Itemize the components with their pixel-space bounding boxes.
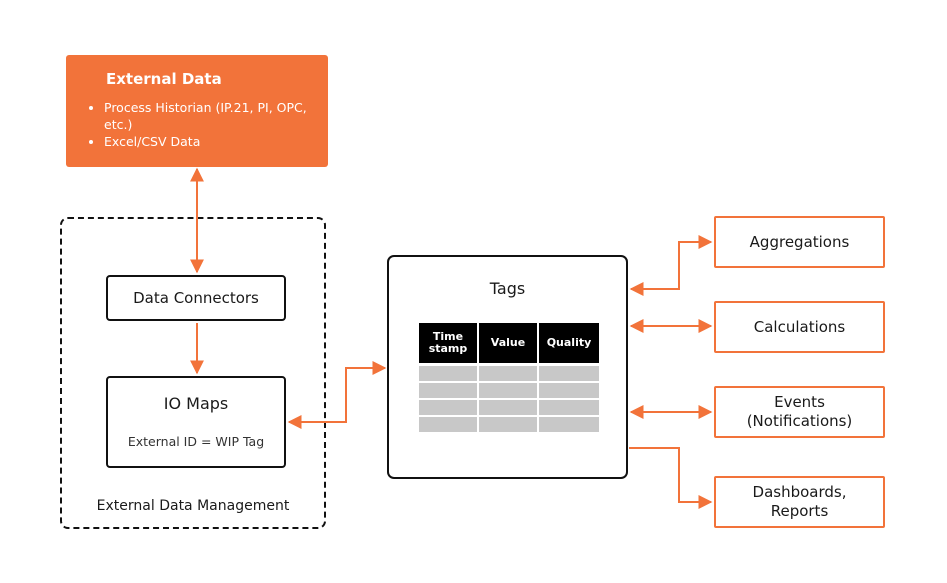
- io-maps-title: IO Maps: [163, 394, 229, 413]
- aggregations-label: Aggregations: [749, 232, 850, 251]
- tags-column-value: Value: [479, 323, 537, 363]
- aggregations-box: Aggregations: [714, 216, 885, 268]
- external-data-management-label: External Data Management: [96, 498, 290, 514]
- tags-table-cell: [419, 383, 477, 398]
- tags-table-cell: [419, 400, 477, 415]
- external-data-box: External Data Process Historian (IP.21, …: [66, 55, 328, 167]
- tags-column-timestamp: Time stamp: [419, 323, 477, 363]
- external-data-title: External Data: [106, 70, 222, 88]
- tags-table-cell: [419, 417, 477, 432]
- tags-table-cell: [539, 417, 599, 432]
- tags-table-cell: [419, 366, 477, 381]
- tags-table-cell: [479, 366, 537, 381]
- events-label: Events (Notifications): [746, 393, 853, 430]
- io-maps-subtitle: External ID = WIP Tag: [127, 434, 265, 449]
- external-data-item: Excel/CSV Data: [104, 133, 319, 150]
- arrow-tags-to-dashboards: [629, 447, 713, 509]
- tags-column-quality: Quality: [539, 323, 599, 363]
- calculations-label: Calculations: [753, 317, 846, 336]
- io-maps-box: IO Maps External ID = WIP Tag: [106, 376, 286, 468]
- external-data-item: Process Historian (IP.21, PI, OPC, etc.): [104, 99, 319, 133]
- tags-table-cell: [479, 417, 537, 432]
- arrow-tags-to-aggregations: [629, 235, 713, 296]
- data-connectors-box: Data Connectors: [106, 275, 286, 321]
- events-box: Events (Notifications): [714, 386, 885, 438]
- external-data-list: Process Historian (IP.21, PI, OPC, etc.)…: [90, 99, 319, 150]
- tags-box: Tags Time stamp Value Quality: [387, 255, 628, 479]
- tags-table-cell: [539, 366, 599, 381]
- tags-table-cell: [479, 400, 537, 415]
- tags-table-cell: [539, 400, 599, 415]
- data-connectors-label: Data Connectors: [133, 289, 259, 307]
- dashboards-box: Dashboards, Reports: [714, 476, 885, 528]
- calculations-box: Calculations: [714, 301, 885, 353]
- tags-title: Tags: [489, 279, 526, 298]
- arrow-iomaps-to-tags: [287, 361, 387, 429]
- tags-table-cell: [479, 383, 537, 398]
- tags-table-cell: [539, 383, 599, 398]
- dashboards-label: Dashboards, Reports: [752, 483, 847, 520]
